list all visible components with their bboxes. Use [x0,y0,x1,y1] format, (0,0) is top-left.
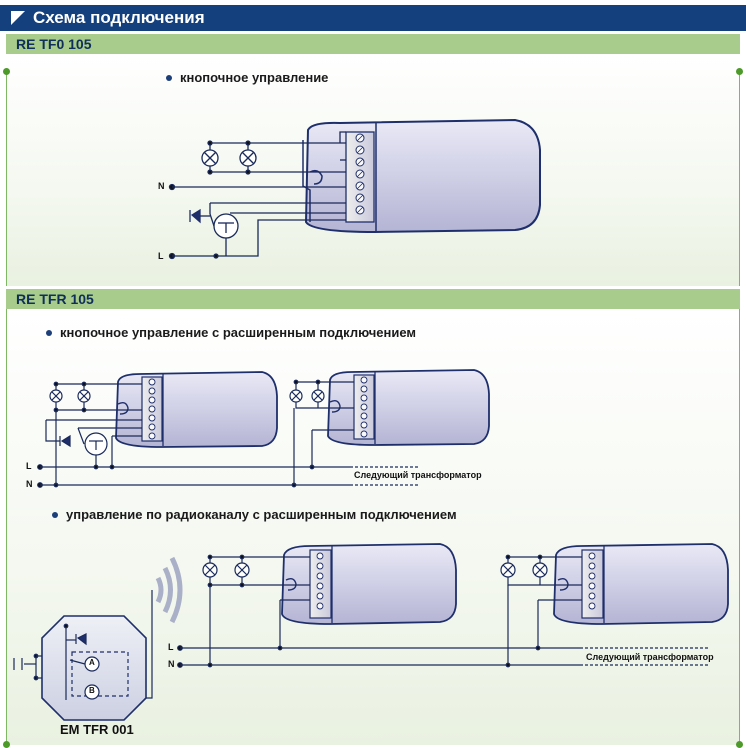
label-l-2b: L [168,642,174,652]
push-button-icon [213,213,239,239]
button-b-label: B [89,686,95,695]
label-n-2a: N [26,479,33,489]
transformer-device [281,543,457,625]
section-2-border [6,309,740,745]
section-2-caption-b: управление по радиоканалу с расширенным … [52,507,457,522]
section-1-model: RE TF0 105 [16,36,92,52]
corner-dot [3,741,10,748]
bullet-icon [52,511,58,518]
radio-waves-icon [155,556,183,624]
label-l-1: L [158,251,164,261]
diagram-2b [13,543,729,721]
section-2-bar: RE TFR 105 [6,289,740,309]
led-icon [75,633,87,646]
diagram-2a [37,369,490,488]
section-2-model: RE TFR 105 [16,291,94,307]
next-transformer-label-a: Следующий трансформатор [354,470,482,480]
lamp-icon [77,389,91,403]
label-l-2a: L [26,461,32,471]
corner-dot [736,68,743,75]
push-button-icon [84,432,108,456]
lamp-icon [202,562,218,578]
section-1-bar: RE TF0 105 [6,34,740,54]
button-a-label: A [89,658,95,667]
section-1-border [6,72,740,286]
led-icon [189,208,201,224]
lamp-icon [201,149,219,167]
lamp-icon [239,149,257,167]
lamp-icon [234,562,250,578]
lamp-icon [311,389,325,403]
transformer-device [553,543,729,625]
lamp-icon [289,389,303,403]
lamp-icon [532,562,548,578]
section-2-caption-a: кнопочное управление с расширенным подкл… [46,325,416,340]
label-n-2b: N [168,659,175,669]
page-header: Схема подключения [0,5,746,31]
section-1-caption: кнопочное управление [166,70,328,85]
led-icon [59,434,71,448]
label-n-1: N [158,181,165,191]
bullet-icon [46,329,52,336]
corner-dot [3,68,10,75]
lamp-icon [49,389,63,403]
em-tfr-label: EM TFR 001 [60,722,134,737]
lamp-icon [500,562,516,578]
diagram-1 [168,118,541,260]
corner-dot [736,741,743,748]
page-title: Схема подключения [33,8,205,27]
button-b-icon [84,684,100,700]
header-triangle-icon [11,11,25,25]
transformer-device [304,118,541,234]
bullet-icon [166,74,172,81]
next-transformer-label-b: Следующий трансформатор [586,652,714,662]
